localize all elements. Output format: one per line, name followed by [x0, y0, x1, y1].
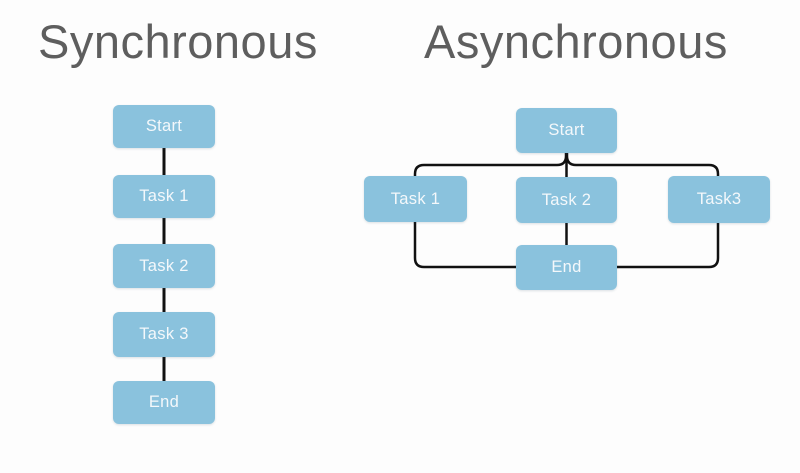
node-async-task2: Task 2 [516, 177, 617, 223]
edge-async-start-task3 [565, 153, 720, 176]
node-sync-start: Start [113, 105, 215, 148]
node-async-task1: Task 1 [364, 176, 467, 222]
edge-async-task1-end [413, 222, 516, 269]
node-sync-task1: Task 1 [113, 175, 215, 218]
edge-async-start-task1 [413, 153, 568, 176]
asynchronous-title: Asynchronous [424, 15, 728, 68]
synchronous-title: Synchronous [38, 15, 318, 68]
node-async-end: End [516, 245, 617, 290]
edge-async-task3-end [617, 223, 720, 269]
node-sync-end: End [113, 381, 215, 424]
node-sync-task3: Task 3 [113, 312, 215, 357]
node-async-task3: Task3 [668, 176, 770, 223]
node-async-start: Start [516, 108, 617, 153]
node-sync-task2: Task 2 [113, 244, 215, 288]
